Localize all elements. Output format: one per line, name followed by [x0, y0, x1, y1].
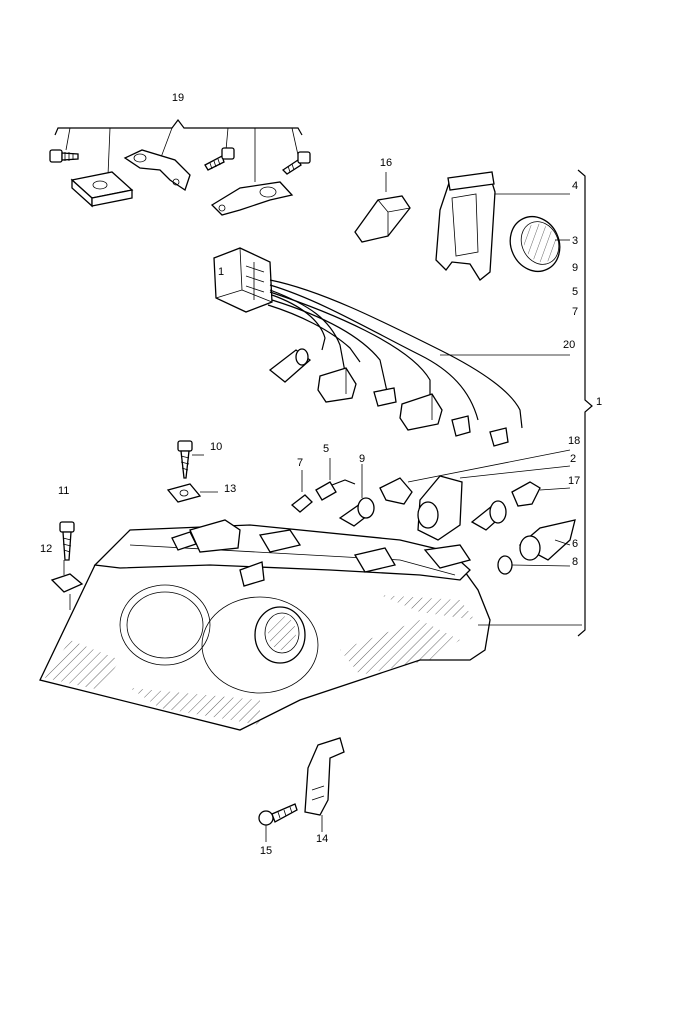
callout-4: 4 [572, 180, 578, 192]
screw-icon [281, 151, 311, 175]
part-3-cover-cap [509, 216, 561, 272]
screw-15-icon [258, 803, 298, 842]
callout-3: 3 [572, 235, 578, 247]
callout-labels: 19 16 4 3 9 5 7 20 1 1 18 2 17 6 8 10 5 … [40, 92, 602, 857]
nut-icon [171, 531, 197, 551]
connector-block-icon [213, 247, 273, 313]
bulb-socket-18-icon [379, 449, 571, 505]
speed-nut-12-icon [50, 560, 84, 610]
connector-mark: 1 [218, 266, 224, 278]
callout-5: 5 [572, 286, 578, 298]
callout-19: 19 [172, 92, 184, 104]
callout-9: 9 [572, 262, 578, 274]
bulb-socket-icon [268, 348, 312, 383]
callout-7-lower: 7 [297, 457, 303, 469]
headlight-housing-1 [39, 519, 582, 731]
clip-bracket-icon [123, 149, 191, 192]
angled-bracket-icon [210, 181, 294, 216]
callout-12: 12 [40, 543, 52, 555]
halogen-bulb-icon [470, 500, 507, 531]
bulb-socket-6-icon [518, 519, 576, 561]
callout-9-lower: 9 [359, 453, 365, 465]
callout-18: 18 [568, 435, 580, 447]
lamp-unit-2-icon [417, 465, 571, 541]
callout-5-lower: 5 [323, 443, 329, 455]
callout-16: 16 [380, 157, 392, 169]
bulb-holder-icon [315, 458, 356, 501]
group-1-bracket [495, 169, 593, 637]
fastener-parts [50, 440, 218, 610]
screw-icon [204, 147, 235, 171]
bracket-block-icon [70, 171, 134, 208]
part-4-housing-frame [435, 171, 496, 281]
screw-11-icon [59, 521, 75, 561]
part-16-cap [354, 172, 411, 243]
callout-14: 14 [316, 833, 328, 845]
screw-icon [49, 149, 79, 163]
connector-plug-icon [317, 367, 357, 403]
screw-10-icon [177, 440, 204, 479]
retaining-clip-17-icon [511, 481, 571, 507]
wedge-bulb-8-icon [497, 555, 571, 575]
small-bulb-icon [290, 470, 313, 513]
callout-15: 15 [260, 845, 272, 857]
wiring-harness-20 [213, 247, 570, 447]
bulb-parts [290, 449, 576, 575]
callout-7: 7 [572, 306, 578, 318]
lower-bracket-14 [304, 737, 345, 832]
callout-17: 17 [568, 475, 580, 487]
halogen-bulb-icon [338, 464, 375, 527]
speed-nut-13-icon [166, 483, 218, 503]
callout-8: 8 [572, 556, 578, 568]
callout-13: 13 [224, 483, 236, 495]
callout-10: 10 [210, 441, 222, 453]
callout-6: 6 [572, 538, 578, 550]
callout-11: 11 [58, 485, 69, 497]
callout-2: 2 [570, 453, 576, 465]
part-group-19 [49, 119, 311, 216]
connector-plug-icon [399, 393, 443, 431]
callout-20: 20 [563, 339, 575, 351]
callout-1: 1 [596, 396, 602, 408]
